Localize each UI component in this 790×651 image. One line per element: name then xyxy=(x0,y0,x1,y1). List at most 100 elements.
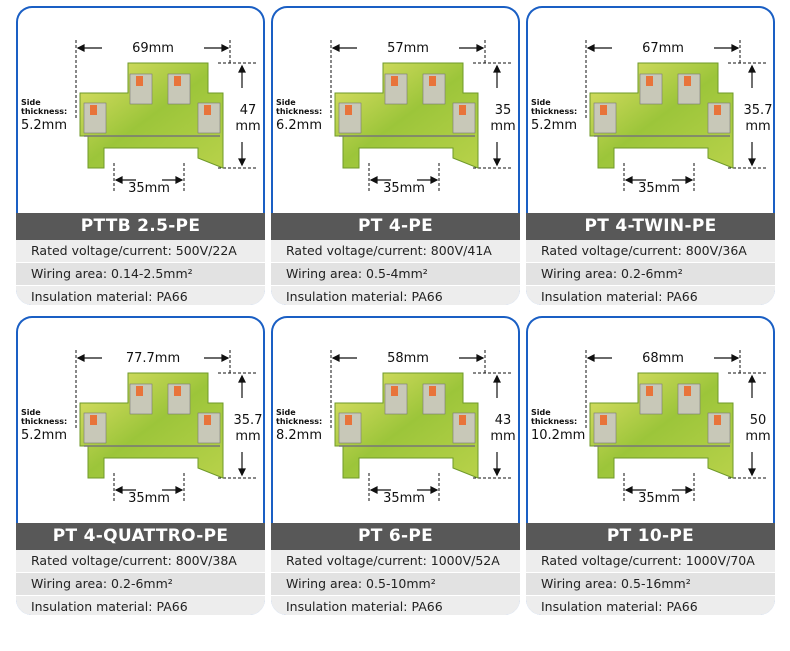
side-thickness-value: 5.2mm xyxy=(531,118,577,133)
spec-row-voltage: Rated voltage/current: 500V/22A xyxy=(16,240,265,263)
terminal-block-image: 58mm 43 mm Side thickness: 8.2mm 35mm xyxy=(273,318,518,523)
terminal-body xyxy=(79,62,224,169)
width-dimension: 77.7mm xyxy=(126,351,180,366)
product-name: PT 4-TWIN-PE xyxy=(526,213,775,240)
spec-table: Rated voltage/current: 800V/36A Wiring a… xyxy=(526,240,775,305)
latch-icon xyxy=(714,415,721,425)
spec-table: Rated voltage/current: 1000V/52A Wiring … xyxy=(271,550,520,615)
height-unit: mm xyxy=(490,429,515,444)
terminal-body xyxy=(79,372,224,479)
dimension-diagram: 67mm 35.7 mm Side thickness: 5.2mm 35mm xyxy=(531,40,773,196)
side-label: Side xyxy=(21,98,41,107)
terminal-block-image: 77.7mm 35.7 mm Side thickness: 5.2mm 35m… xyxy=(18,318,263,523)
side-label: Side xyxy=(531,408,551,417)
terminal-body xyxy=(334,62,479,169)
side-label: thickness: xyxy=(531,417,577,426)
terminal-body xyxy=(334,372,479,479)
terminal-body xyxy=(589,62,734,169)
dimension-diagram: 77.7mm 35.7 mm Side thickness: 5.2mm 35m… xyxy=(21,350,262,506)
spec-row-insulation: Insulation material: PA66 xyxy=(271,596,520,615)
terminal-block-image: 57mm 35 mm Side thickness: 6.2mm 35mm xyxy=(273,8,518,213)
product-card: 68mm 50 mm Side thickness: 10.2mm 35mm P… xyxy=(526,316,775,615)
height-dimension: 43 xyxy=(495,413,512,428)
latch-icon xyxy=(646,386,653,396)
latch-icon xyxy=(90,415,97,425)
spec-row-wiring-area: Wiring area: 0.5-16mm² xyxy=(526,573,775,596)
spec-row-insulation: Insulation material: PA66 xyxy=(16,596,265,615)
product-name: PT 6-PE xyxy=(271,523,520,550)
dimension-diagram: 69mm 47 mm Side thickness: 5.2mm 35mm xyxy=(21,40,261,196)
spec-row-insulation: Insulation material: PA66 xyxy=(526,286,775,305)
spec-row-wiring-area: Wiring area: 0.5-10mm² xyxy=(271,573,520,596)
product-card: 77.7mm 35.7 mm Side thickness: 5.2mm 35m… xyxy=(16,316,265,615)
latch-icon xyxy=(684,386,691,396)
latch-icon xyxy=(204,415,211,425)
side-label: thickness: xyxy=(276,107,322,116)
rail-width-dimension: 35mm xyxy=(128,181,170,196)
spec-table: Rated voltage/current: 800V/38A Wiring a… xyxy=(16,550,265,615)
terminal-block-image: 69mm 47 mm Side thickness: 5.2mm 35mm xyxy=(18,8,263,213)
width-dimension: 68mm xyxy=(642,351,684,366)
height-dimension: 47 xyxy=(240,103,257,118)
height-dimension: 35 xyxy=(495,103,512,118)
height-unit: mm xyxy=(235,429,260,444)
width-dimension: 67mm xyxy=(642,41,684,56)
height-unit: mm xyxy=(490,119,515,134)
latch-icon xyxy=(174,386,181,396)
terminal-block-image: 68mm 50 mm Side thickness: 10.2mm 35mm xyxy=(528,318,773,523)
width-dimension: 69mm xyxy=(132,41,174,56)
spec-row-voltage: Rated voltage/current: 1000V/52A xyxy=(271,550,520,573)
latch-icon xyxy=(600,105,607,115)
latch-icon xyxy=(90,105,97,115)
side-label: Side xyxy=(276,408,296,417)
side-thickness-value: 5.2mm xyxy=(21,428,67,443)
width-dimension: 58mm xyxy=(387,351,429,366)
latch-icon xyxy=(459,415,466,425)
product-card: 57mm 35 mm Side thickness: 6.2mm 35mm PT… xyxy=(271,6,520,305)
latch-icon xyxy=(136,386,143,396)
latch-icon xyxy=(345,415,352,425)
latch-icon xyxy=(684,76,691,86)
height-unit: mm xyxy=(235,119,260,134)
dimension-diagram: 58mm 43 mm Side thickness: 8.2mm 35mm xyxy=(276,350,516,506)
side-label: Side xyxy=(21,408,41,417)
rail-width-dimension: 35mm xyxy=(383,181,425,196)
spec-row-wiring-area: Wiring area: 0.2-6mm² xyxy=(16,573,265,596)
latch-icon xyxy=(646,76,653,86)
latch-icon xyxy=(600,415,607,425)
side-thickness-value: 5.2mm xyxy=(21,118,67,133)
spec-row-insulation: Insulation material: PA66 xyxy=(16,286,265,305)
height-dimension: 50 xyxy=(750,413,767,428)
spec-row-insulation: Insulation material: PA66 xyxy=(526,596,775,615)
spec-row-voltage: Rated voltage/current: 800V/41A xyxy=(271,240,520,263)
latch-icon xyxy=(714,105,721,115)
side-label: thickness: xyxy=(21,417,67,426)
side-label: Side xyxy=(531,98,551,107)
dimension-diagram: 57mm 35 mm Side thickness: 6.2mm 35mm xyxy=(276,40,516,196)
height-dimension: 35.7 xyxy=(744,103,773,118)
product-name: PT 4-QUATTRO-PE xyxy=(16,523,265,550)
height-unit: mm xyxy=(745,429,770,444)
product-card: 58mm 43 mm Side thickness: 8.2mm 35mm PT… xyxy=(271,316,520,615)
side-thickness-value: 8.2mm xyxy=(276,428,322,443)
side-thickness-value: 10.2mm xyxy=(531,428,585,443)
spec-table: Rated voltage/current: 800V/41A Wiring a… xyxy=(271,240,520,305)
side-label: thickness: xyxy=(276,417,322,426)
spec-row-voltage: Rated voltage/current: 800V/38A xyxy=(16,550,265,573)
terminal-body xyxy=(589,372,734,479)
rail-width-dimension: 35mm xyxy=(638,181,680,196)
spec-row-wiring-area: Wiring area: 0.2-6mm² xyxy=(526,263,775,286)
latch-icon xyxy=(429,386,436,396)
rail-width-dimension: 35mm xyxy=(638,491,680,506)
spec-row-wiring-area: Wiring area: 0.5-4mm² xyxy=(271,263,520,286)
product-card: 67mm 35.7 mm Side thickness: 5.2mm 35mm … xyxy=(526,6,775,305)
latch-icon xyxy=(391,76,398,86)
rail-width-dimension: 35mm xyxy=(383,491,425,506)
latch-icon xyxy=(204,105,211,115)
spec-row-voltage: Rated voltage/current: 1000V/70A xyxy=(526,550,775,573)
terminal-block-image: 67mm 35.7 mm Side thickness: 5.2mm 35mm xyxy=(528,8,773,213)
side-thickness-value: 6.2mm xyxy=(276,118,322,133)
spec-row-voltage: Rated voltage/current: 800V/36A xyxy=(526,240,775,263)
width-dimension: 57mm xyxy=(387,41,429,56)
height-unit: mm xyxy=(745,119,770,134)
